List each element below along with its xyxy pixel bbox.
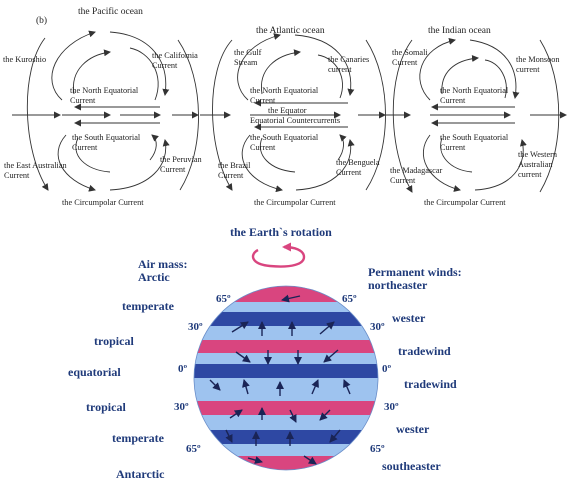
lat-right-30s: 30º [384, 401, 399, 413]
indian-ocean-title: the Indian ocean [428, 26, 491, 36]
peruvian-label-2: Current [160, 165, 186, 174]
western-australian-label-3: current [518, 170, 542, 179]
air-mass-equatorial: equatorial [68, 365, 121, 379]
wind-tradewind-north: tradewind [398, 344, 451, 358]
lat-left-0: 0º [178, 363, 188, 375]
pacific-south-equatorial-1: the South Equatorial [72, 133, 141, 142]
permanent-wind-labels: Permanent winds: northeaster wester trad… [368, 265, 462, 473]
atlantic-ocean-title: the Atlantic ocean [256, 26, 325, 36]
winds-heading-1: Permanent winds: [368, 265, 462, 279]
east-australian-label-2: Current [4, 171, 30, 180]
lat-left-65n: 65º [216, 293, 231, 305]
air-mass-tropical-south: tropical [86, 400, 126, 414]
benguela-label-1: the Benguela [336, 158, 380, 167]
lat-left-30n: 30º [188, 321, 203, 333]
figure-label: (b) [36, 15, 47, 26]
brazil-label-1: the Brazil [218, 161, 251, 170]
atlantic-south-equatorial-1: the South Equatorial [250, 133, 319, 142]
air-mass-labels: Air mass: Arctic temperate tropical equa… [68, 257, 187, 481]
latitudes-right: 65º 30º 0º 30º 65º [342, 293, 399, 455]
indian-north-equatorial-1: the North Equatorial [440, 86, 509, 95]
east-australian-label-1: the East Australian [4, 161, 68, 170]
air-mass-temperate-south: temperate [112, 431, 165, 445]
atlantic-south-equatorial-2: Current [250, 143, 276, 152]
western-australian-label-1: the Western [518, 150, 558, 159]
pacific-ocean-title: the Pacific ocean [78, 6, 143, 17]
air-mass-heading-1: Air mass: [138, 257, 187, 271]
benguela-label-2: Current [336, 168, 362, 177]
california-label-2: Current [152, 61, 178, 70]
madagascar-label-1: the Madagascar [390, 166, 443, 175]
pacific-gyre-paths [26, 30, 199, 192]
gulf-stream-label-1: the Gulf [234, 48, 262, 57]
wind-wester-south: wester [396, 422, 430, 436]
western-australian-label-2: Australian [518, 160, 553, 169]
monsoon-label-1: the Monsoon [516, 55, 560, 64]
indian-south-equatorial-2: Current [440, 143, 466, 152]
pacific-north-equatorial-2: Current [70, 96, 96, 105]
band-north-tropical-pink [194, 340, 378, 353]
california-label-1: the California [152, 51, 198, 60]
pacific-south-equatorial-2: Current [72, 143, 98, 152]
gulf-stream-label-2: Stream [234, 58, 258, 67]
lat-left-65s: 65º [186, 443, 201, 455]
lat-right-65n: 65º [342, 293, 357, 305]
atlantic-gyre-paths [212, 33, 386, 193]
somali-label-2: Current [392, 58, 418, 67]
winds-heading-2: northeaster [368, 278, 428, 292]
canaries-label-2: current [328, 65, 352, 74]
indian-north-equatorial-2: Current [440, 96, 466, 105]
atlantic-circumpolar-label: the Circumpolar Current [254, 198, 336, 207]
indian-gyre-paths [392, 37, 560, 193]
pacific-circumpolar-label: the Circumpolar Current [62, 198, 144, 207]
atlantic-north-equatorial-1: the North Equatorial [250, 86, 319, 95]
monsoon-label-2: current [516, 65, 540, 74]
lat-right-30n: 30º [370, 321, 385, 333]
band-north-temperate-blue [194, 312, 378, 326]
wind-arrows [209, 294, 351, 465]
peruvian-label-1: the Peruvian [160, 155, 203, 164]
lat-right-0: 0º [382, 363, 392, 375]
madagascar-label-2: Current [390, 176, 416, 185]
wind-wester-north: wester [392, 311, 426, 325]
pacific-north-equatorial-1: the North Equatorial [70, 86, 139, 95]
band-south-temperate-blue [194, 430, 378, 444]
wind-southeaster: southeaster [382, 459, 441, 473]
panel-pacific: the Pacific ocean the Kuroshio the Calif… [3, 6, 203, 207]
canaries-label-1: the Canaries [328, 55, 369, 64]
air-mass-tropical-north: tropical [94, 334, 134, 348]
globe [193, 285, 379, 471]
lat-right-65s: 65º [370, 443, 385, 455]
kuroshio-label: the Kuroshio [3, 55, 46, 64]
indian-circumpolar-label: the Circumpolar Current [424, 198, 506, 207]
band-south-tropical-pink [194, 401, 378, 415]
band-equatorial-blue [194, 364, 378, 378]
air-mass-temperate-north: temperate [122, 299, 175, 313]
air-mass-antarctic: Antarctic [116, 467, 165, 481]
somali-label-1: the Somali [392, 48, 428, 57]
wind-tradewind-south: tradewind [404, 377, 457, 391]
countercurrents-label: Equatorial Countercurrents [250, 116, 340, 125]
panel-atlantic: the Atlantic ocean the Gulf Stream the C… [212, 26, 386, 207]
lat-left-30s: 30º [174, 401, 189, 413]
brazil-label-2: Current [218, 171, 244, 180]
earth-rotation-label: the Earth`s rotation [230, 225, 332, 239]
panel-indian: the Indian ocean the Somali Current the … [390, 26, 560, 207]
air-mass-heading-2: Arctic [138, 270, 170, 284]
indian-south-equatorial-1: the South Equatorial [440, 133, 509, 142]
equator-label: the Equator [268, 106, 307, 115]
latitudes-left: 65º 30º 0º 30º 65º [174, 293, 231, 455]
atlantic-north-equatorial-2: Current [250, 96, 276, 105]
rotation-arrow-icon [251, 242, 306, 268]
